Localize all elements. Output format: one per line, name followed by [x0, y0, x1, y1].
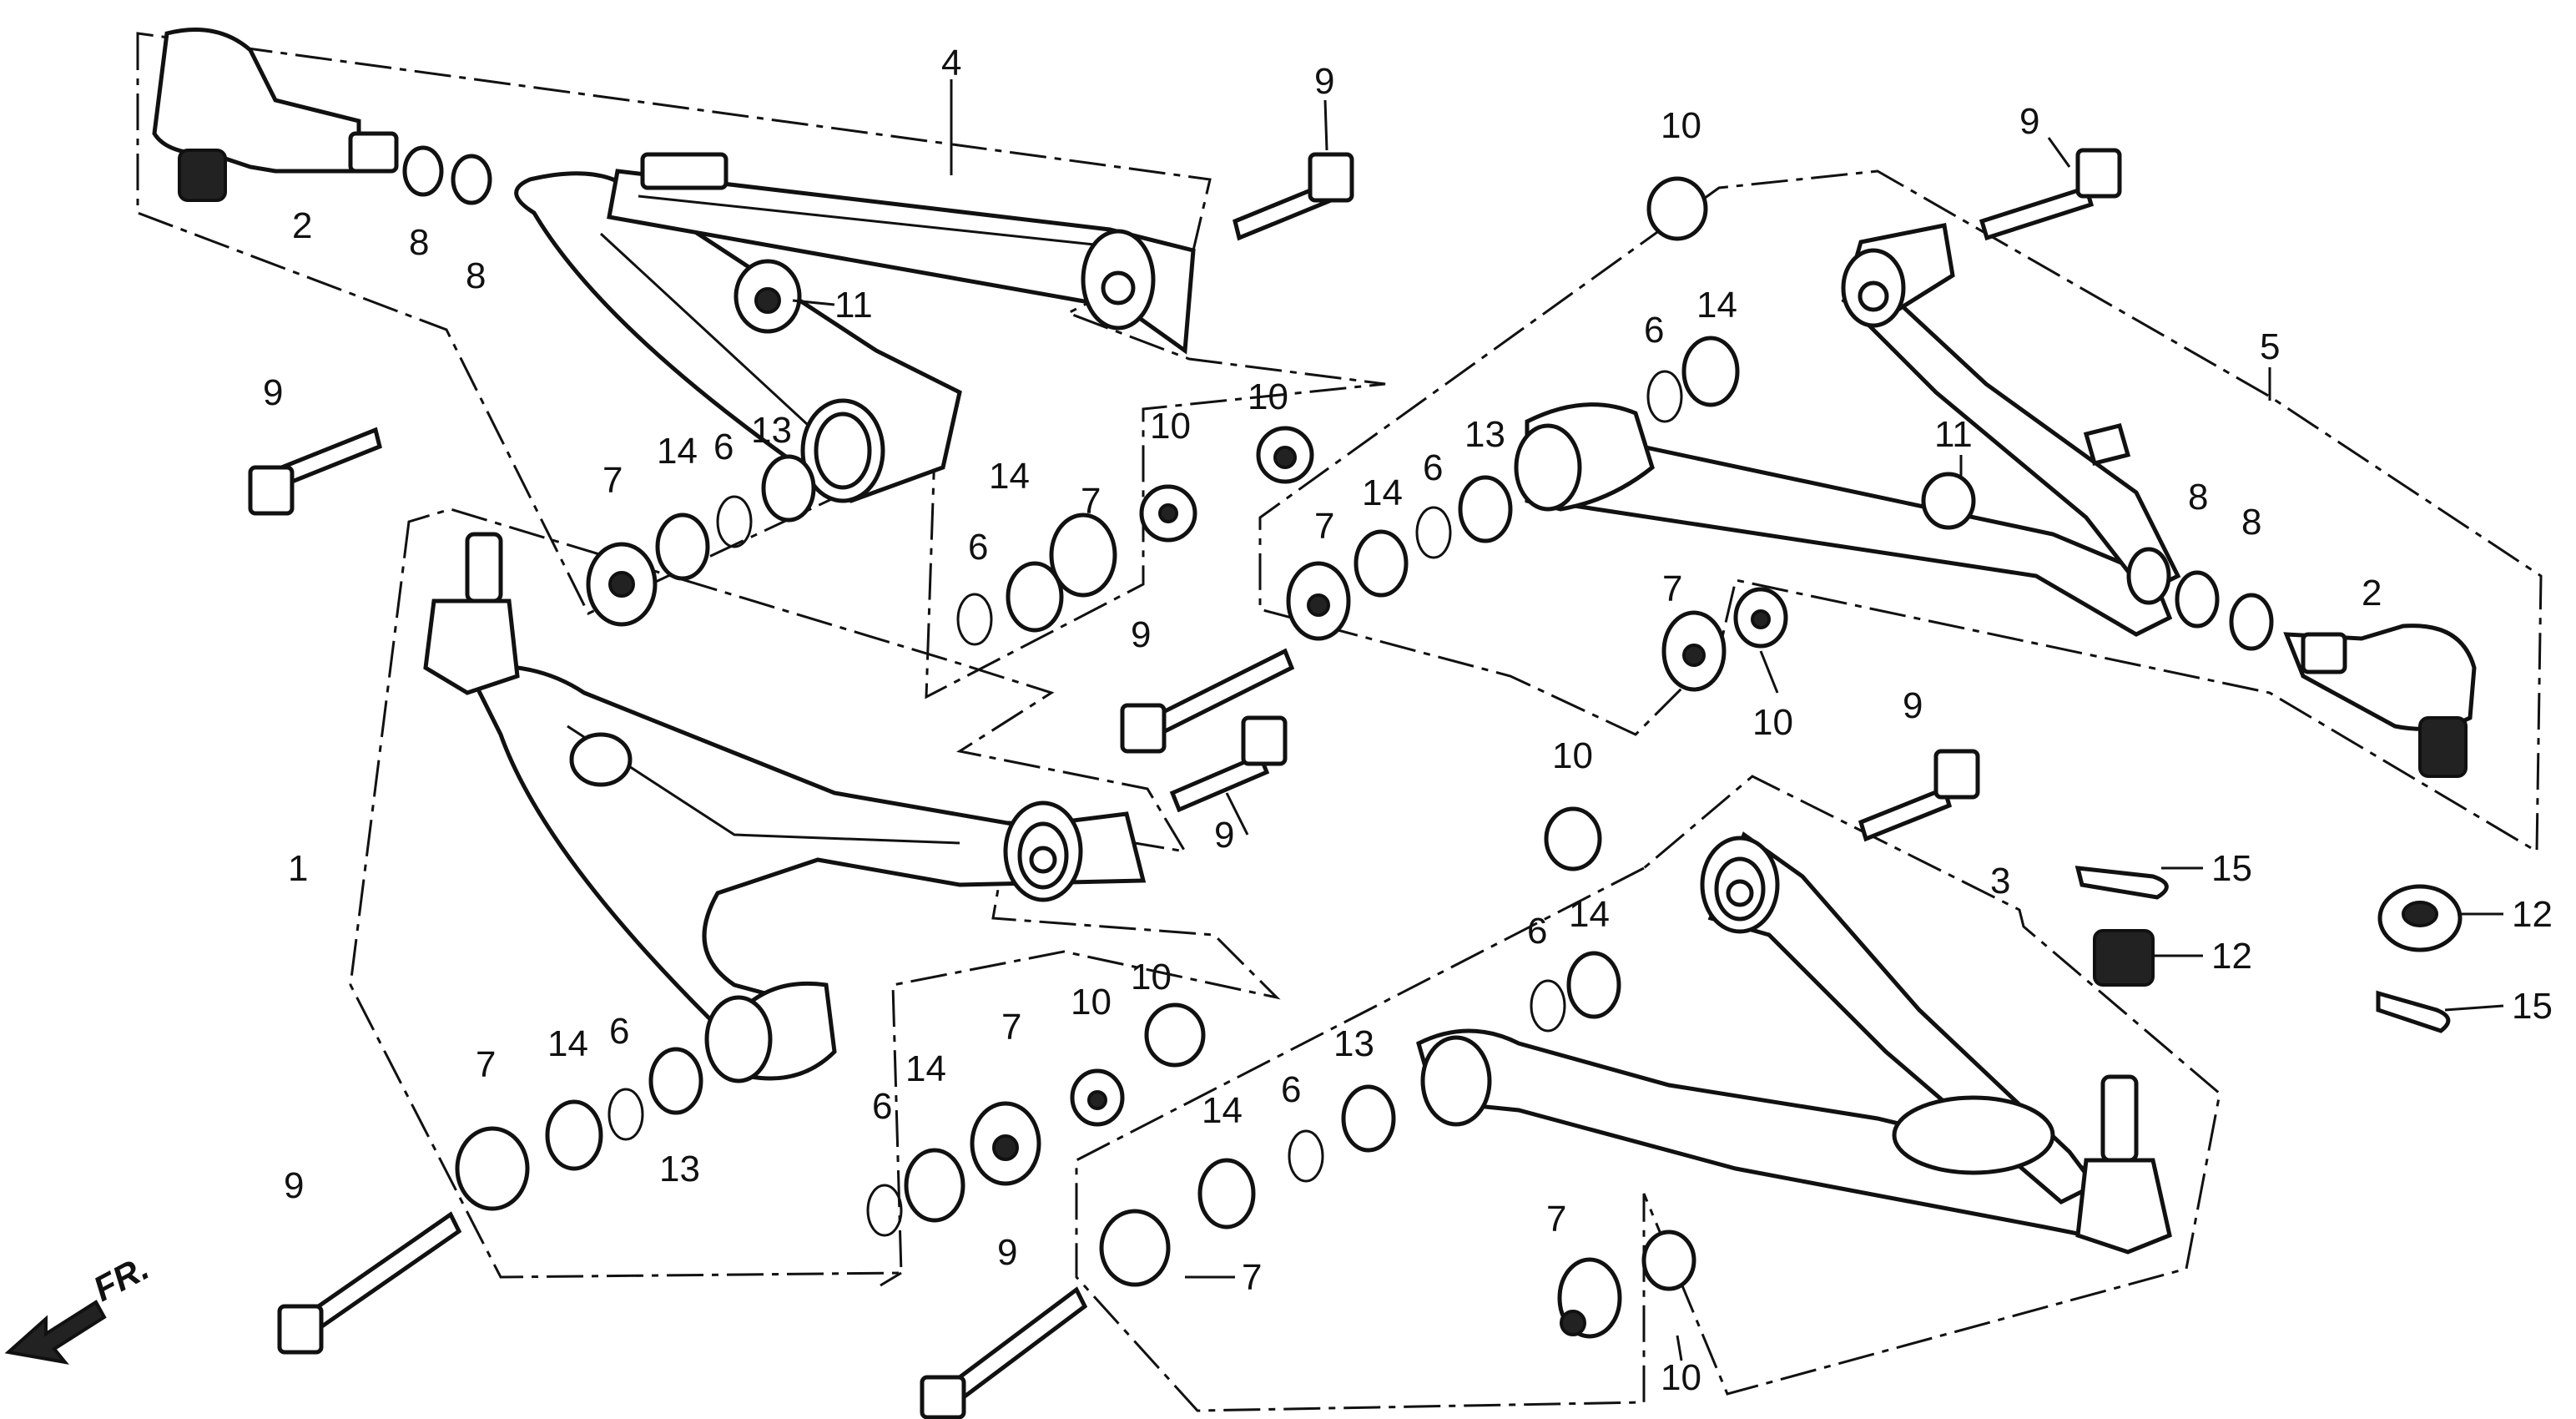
upper-right-hardware: [1286, 176, 1976, 692]
callout-13: 13: [751, 410, 792, 451]
callout-6: 6: [1527, 911, 1547, 952]
callout-8: 8: [2188, 477, 2208, 518]
callout-11: 11: [1934, 414, 1973, 455]
ball-joint-2-left: [152, 28, 492, 205]
callout-9: 9: [263, 372, 283, 413]
lower-arm-1: [423, 532, 1147, 1083]
callout-14: 14: [905, 1048, 946, 1089]
ball-joint-2-right: [2126, 547, 2477, 778]
callout-13: 13: [1333, 1023, 1374, 1064]
callout-1: 1: [288, 848, 308, 889]
callout-14: 14: [1696, 285, 1737, 326]
lower-right-hardware: [1099, 806, 1696, 1339]
group-outlines: [136, 32, 2543, 1412]
callout-6: 6: [872, 1086, 892, 1127]
callout-14: 14: [1569, 894, 1610, 935]
callout-labels: 1 2 2 3 4 5 6 6 6 6 6 6 6 6 7 7 7 7 7 7 …: [263, 43, 2553, 1398]
upper-left-hardware: [586, 259, 1314, 646]
callout-2: 2: [2362, 573, 2382, 614]
callout-14: 14: [1202, 1090, 1243, 1131]
callout-3: 3: [1990, 861, 2010, 901]
callout-15: 15: [2512, 986, 2553, 1027]
callout-8: 8: [2241, 502, 2261, 543]
callout-5: 5: [2260, 326, 2280, 367]
callout-7: 7: [1081, 481, 1101, 522]
callout-14: 14: [657, 431, 698, 472]
callout-8: 8: [466, 255, 486, 296]
callout-15: 15: [2211, 848, 2252, 889]
callout-6: 6: [1281, 1069, 1301, 1110]
leader-lines: [792, 79, 2504, 1361]
callout-12: 12: [2512, 894, 2553, 935]
callout-7: 7: [476, 1044, 496, 1085]
callout-9: 9: [284, 1165, 304, 1206]
callout-12: 12: [2211, 936, 2252, 977]
group-1-outline: [349, 508, 1281, 1279]
front-direction-arrow: FR.: [4, 1248, 155, 1365]
callout-10: 10: [1661, 105, 1701, 146]
group-4-outline: [136, 32, 1386, 699]
callout-9: 9: [1314, 61, 1334, 102]
callout-9: 9: [2019, 101, 2039, 142]
group-3-outline: [1075, 775, 2221, 1412]
lower-left-hardware: [455, 1002, 1206, 1237]
callout-10: 10: [1150, 406, 1191, 447]
callout-6: 6: [713, 427, 733, 467]
upper-arm-4: [514, 152, 1196, 503]
callout-7: 7: [1314, 506, 1334, 547]
callout-10: 10: [1552, 735, 1593, 776]
callout-4: 4: [941, 43, 961, 83]
callout-8: 8: [409, 222, 429, 263]
callout-9: 9: [997, 1232, 1017, 1273]
upper-arm-5: [1514, 223, 2181, 637]
callout-6: 6: [609, 1011, 629, 1052]
callout-6: 6: [1644, 310, 1664, 351]
lower-arm-3: [1416, 831, 2172, 1255]
cotter-pins-and-castle-nuts: [2074, 866, 2463, 1033]
callout-14: 14: [1362, 472, 1403, 513]
callout-9: 9: [1903, 685, 1923, 726]
callout-13: 13: [659, 1149, 700, 1189]
bolts: [248, 148, 2122, 1419]
callout-6: 6: [1423, 447, 1443, 488]
fr-arrow-icon: [4, 1300, 107, 1365]
callout-7: 7: [1001, 1007, 1021, 1048]
callout-7: 7: [1662, 568, 1682, 609]
callout-7: 7: [1242, 1257, 1262, 1298]
callout-9: 9: [1214, 815, 1234, 856]
callout-10: 10: [1661, 1357, 1701, 1398]
callout-2: 2: [292, 205, 312, 246]
callout-10: 10: [1752, 702, 1793, 743]
callout-10: 10: [1071, 982, 1112, 1023]
callout-11: 11: [834, 285, 873, 326]
callout-7: 7: [1546, 1199, 1566, 1240]
callout-9: 9: [1131, 614, 1151, 655]
callout-6: 6: [968, 527, 988, 568]
callout-7: 7: [602, 460, 623, 501]
fr-label: FR.: [87, 1248, 155, 1309]
callout-13: 13: [1464, 414, 1505, 455]
callout-14: 14: [547, 1023, 588, 1064]
callout-10: 10: [1131, 957, 1172, 997]
callout-10: 10: [1248, 376, 1288, 417]
callout-14: 14: [989, 456, 1030, 497]
